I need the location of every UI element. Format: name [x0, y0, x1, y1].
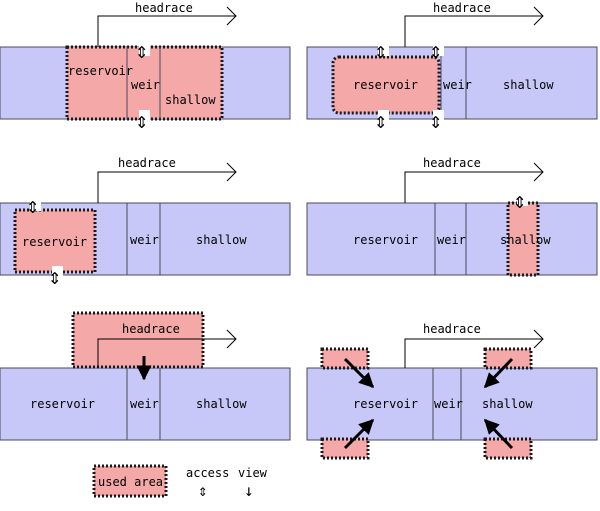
- shallow-label: shallow: [503, 78, 554, 92]
- used-area: [320, 347, 370, 370]
- used-area: [506, 201, 540, 277]
- panel-2: headrace reservoir weir shallow ⇕ ⇕ ⇕ ⇕: [306, 1, 598, 134]
- shallow-label: shallow: [165, 93, 216, 107]
- legend: used area access view ⇕ ↓: [92, 464, 268, 500]
- svg-text:⇕: ⇕: [374, 109, 387, 134]
- river-channel: [306, 202, 598, 276]
- shallow-label: shallow: [482, 397, 533, 411]
- panel-4: headrace reservoir weir shallow ⇕: [306, 156, 598, 277]
- used-area: [320, 437, 370, 460]
- weir-label: weir: [434, 397, 463, 411]
- used-area: [65, 45, 224, 121]
- weir-label: weir: [130, 397, 159, 411]
- reservoir-label: reservoir: [353, 397, 418, 411]
- headrace-arrowhead: [226, 162, 237, 182]
- svg-text:⇕: ⇕: [135, 39, 148, 64]
- headrace-arrowhead: [533, 6, 544, 26]
- panel-1: headrace reservoir weir shallow ⇕ ⇕: [0, 1, 291, 134]
- headrace-label: headrace: [423, 156, 481, 170]
- access-arrow-icon: ⇕: [513, 189, 528, 214]
- access-arrow-icon: ⇕: [429, 109, 444, 134]
- access-arrow-icon: ⇕: [135, 109, 150, 134]
- river-channel: [306, 367, 598, 441]
- reservoir-label: reservoir: [68, 64, 133, 78]
- reservoir-label: reservoir: [30, 397, 95, 411]
- headrace-canal: [404, 338, 543, 368]
- access-arrow-icon: ⇕: [374, 109, 389, 134]
- headrace-label: headrace: [122, 322, 180, 336]
- panel-6: headrace reservoir weir shallow: [306, 322, 598, 460]
- headrace-arrowhead: [533, 329, 544, 349]
- legend-view-icon: ↓: [244, 481, 254, 500]
- shallow-label: shallow: [196, 233, 247, 247]
- headrace-canal: [97, 338, 236, 368]
- legend-used-area-label: used area: [98, 475, 163, 489]
- reservoir-label: reservoir: [22, 235, 87, 249]
- used-area: [483, 347, 533, 370]
- headrace-canal: [97, 171, 236, 203]
- weir-label: weir: [130, 233, 159, 247]
- reservoir-label: reservoir: [353, 233, 418, 247]
- svg-text:⇕: ⇕: [374, 39, 387, 64]
- headrace-canal: [97, 15, 236, 47]
- svg-text:⇕: ⇕: [513, 189, 526, 214]
- headrace-arrowhead: [226, 6, 237, 26]
- access-arrow-icon: ⇕: [26, 194, 41, 219]
- view-arrow-icon: [483, 418, 514, 450]
- weir-label: weir: [131, 78, 160, 92]
- legend-view-label: view: [238, 466, 268, 480]
- used-area: [71, 311, 205, 369]
- svg-text:⇕: ⇕: [429, 39, 442, 64]
- shallow-label: shallow: [196, 397, 247, 411]
- headrace-arrowhead: [533, 162, 544, 182]
- headrace-label: headrace: [118, 156, 176, 170]
- headrace-label: headrace: [135, 1, 193, 15]
- legend-used-area-swatch: [92, 464, 168, 498]
- weir-label: weir: [437, 233, 466, 247]
- legend-access-icon: ⇕: [198, 481, 208, 500]
- view-arrow-icon: [343, 418, 375, 450]
- shallow-label: shallow: [500, 233, 551, 247]
- svg-text:⇕: ⇕: [26, 194, 39, 219]
- headrace-canal: [404, 171, 543, 203]
- headrace-arrowhead: [226, 329, 237, 349]
- reservoir-label: reservoir: [353, 78, 418, 92]
- svg-text:⇕: ⇕: [48, 265, 61, 290]
- view-arrow-icon: [483, 357, 514, 389]
- panel-3: headrace reservoir weir shallow ⇕ ⇕: [0, 156, 291, 290]
- svg-text:⇕: ⇕: [135, 109, 148, 134]
- access-arrow-icon: ⇕: [48, 265, 63, 290]
- weir-label: weir: [443, 78, 472, 92]
- access-arrow-icon: ⇕: [374, 39, 389, 64]
- access-arrow-icon: ⇕: [135, 39, 150, 64]
- panel-5: headrace reservoir weir shallow: [0, 311, 291, 441]
- svg-text:⇕: ⇕: [429, 109, 442, 134]
- headrace-label: headrace: [433, 1, 491, 15]
- legend-access-label: access: [186, 466, 229, 480]
- headrace-label: headrace: [423, 322, 481, 336]
- view-arrow-icon: [343, 357, 375, 389]
- access-arrow-icon: ⇕: [429, 39, 444, 64]
- used-area: [331, 55, 441, 115]
- headrace-canal: [404, 15, 543, 47]
- used-area: [483, 437, 533, 460]
